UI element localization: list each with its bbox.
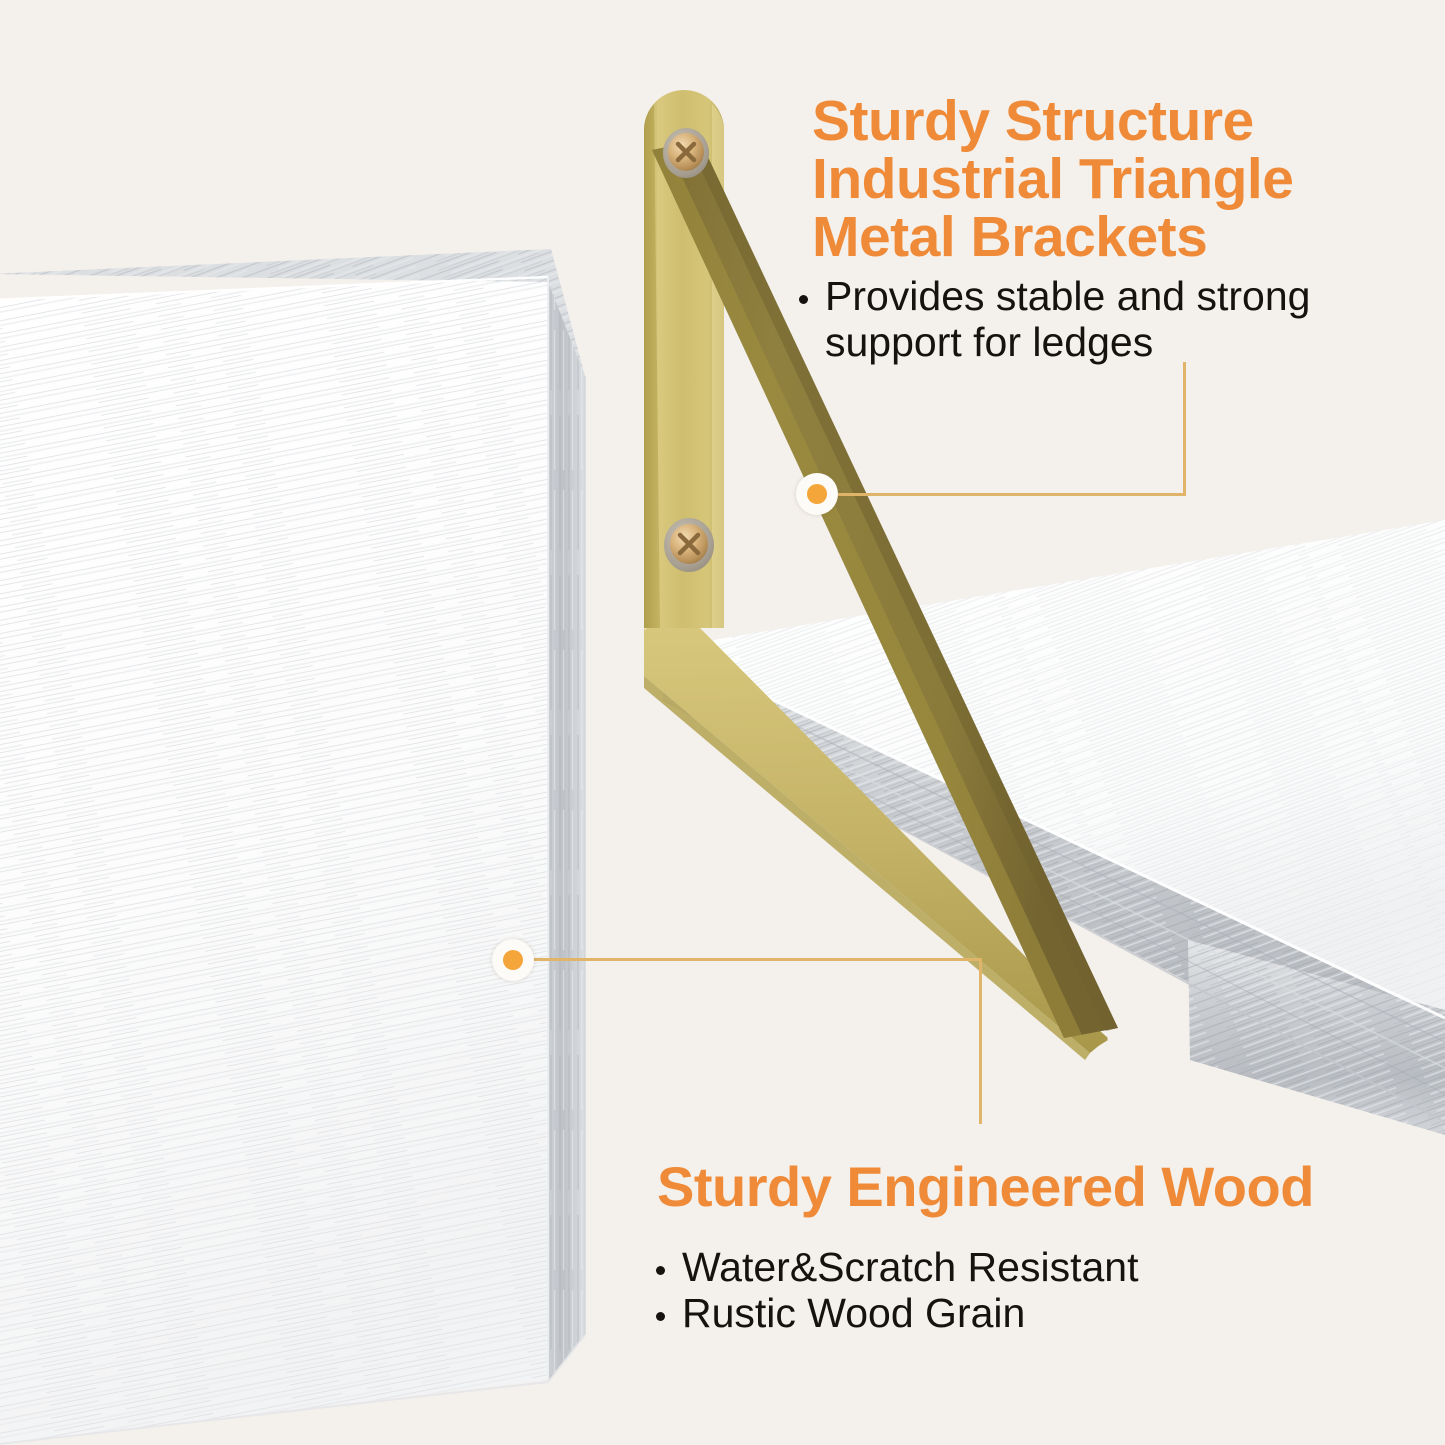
wood-bullet-list: Water&Scratch Resistant Rustic Wood Grai… <box>652 1244 1442 1337</box>
bracket-callout-line-horizontal <box>838 493 1186 496</box>
wood-bullet-item: Rustic Wood Grain <box>652 1289 1442 1337</box>
wood-headline: Sturdy Engineered Wood <box>657 1155 1314 1218</box>
wood-bullet-text-1: Water&Scratch Resistant <box>682 1244 1139 1290</box>
bracket-screw-top <box>663 128 709 178</box>
bracket-screw-bottom <box>664 518 714 572</box>
bullet-dot-icon <box>799 295 808 305</box>
wood-bullet-text-2: Rustic Wood Grain <box>682 1289 1026 1336</box>
bracket-marker-dot <box>807 484 827 504</box>
bracket-bullet-item: Provides stable and strong support for l… <box>795 273 1395 366</box>
bracket-bullet-list: Provides stable and strong support for l… <box>795 273 1395 366</box>
bracket-callout-line-vertical <box>1183 362 1186 496</box>
wood-callout-line-horizontal <box>530 958 982 961</box>
wood-callout-line-vertical <box>979 958 982 1124</box>
wood-callout-marker[interactable] <box>492 939 534 981</box>
shelf-board <box>662 520 1445 1135</box>
wall-panel-board <box>0 249 586 1445</box>
bullet-dot-icon <box>656 1312 665 1322</box>
wood-marker-dot <box>503 950 523 970</box>
bullet-dot-icon <box>656 1266 665 1276</box>
bracket-callout-marker[interactable] <box>796 473 838 515</box>
bracket-headline: Sturdy Structure Industrial Triangle Met… <box>812 89 1294 270</box>
wood-bullet-item: Water&Scratch Resistant <box>652 1244 1442 1291</box>
bracket-bullet-text: Provides stable and strong support for l… <box>825 273 1311 365</box>
metal-bracket <box>643 90 1118 1060</box>
